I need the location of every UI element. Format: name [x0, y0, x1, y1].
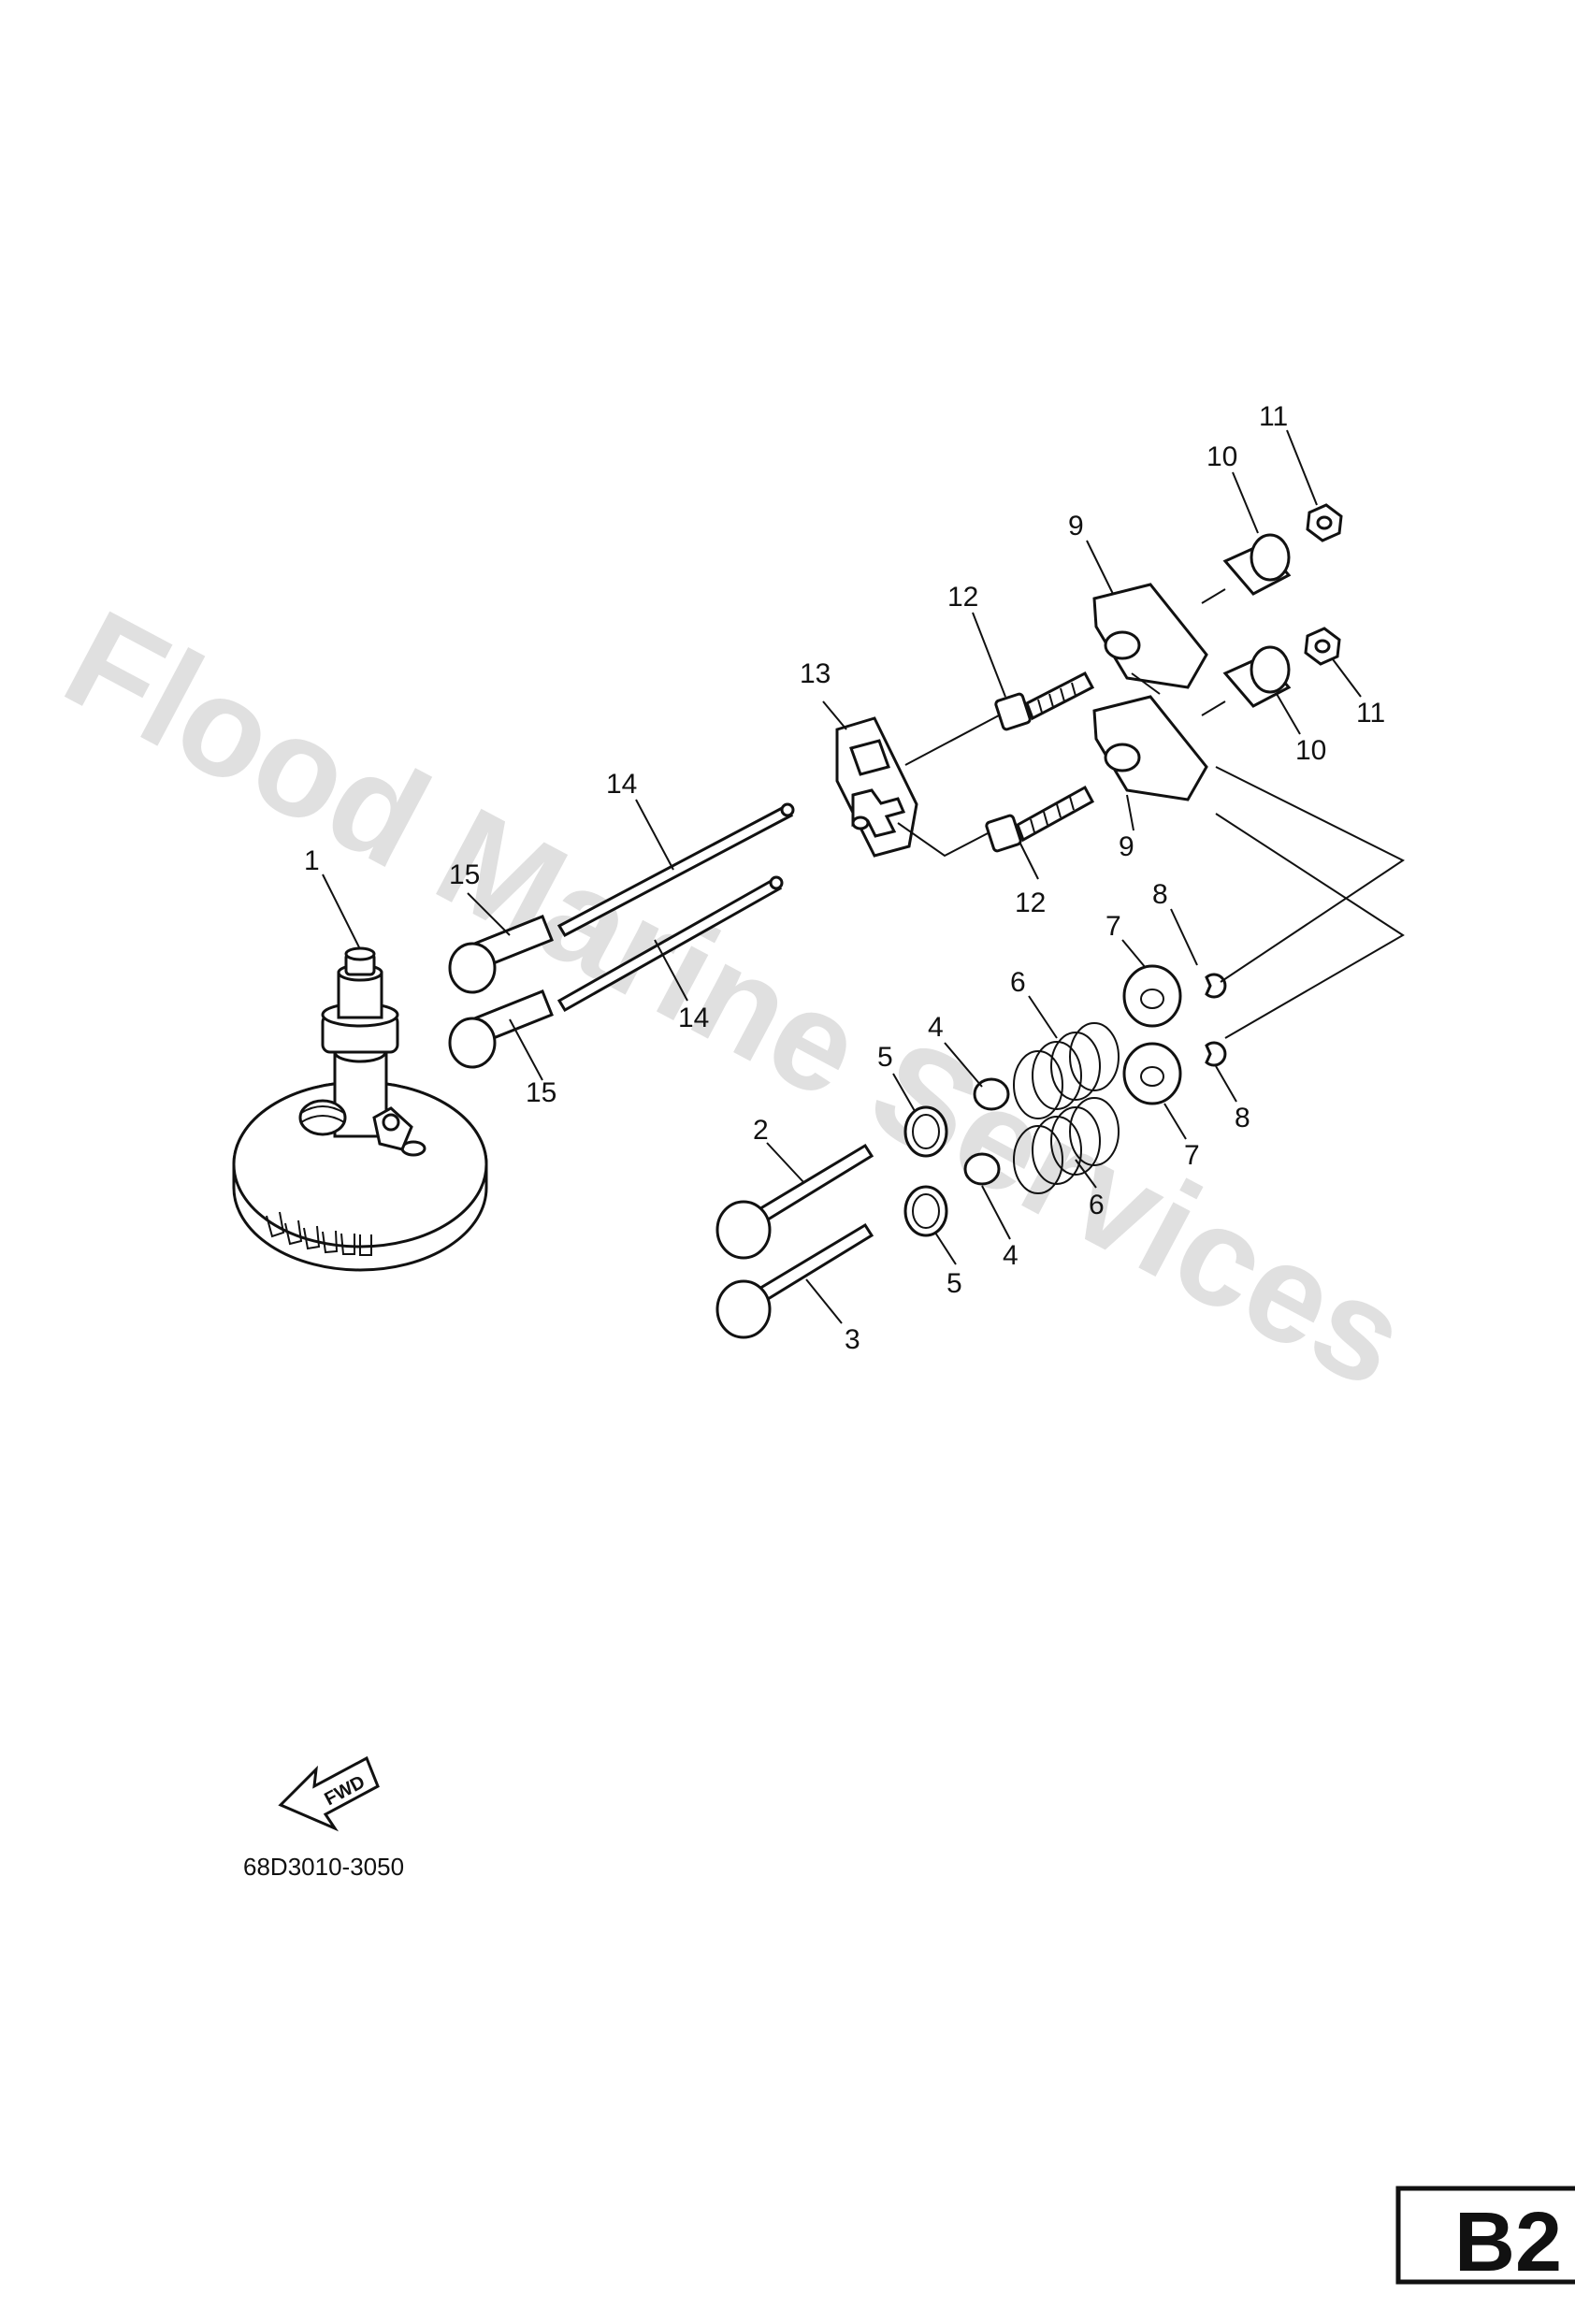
callout-11a: 11: [1259, 401, 1288, 432]
callout-4b: 4: [1003, 1240, 1019, 1271]
camshaft-gear: [232, 946, 488, 1272]
page-code: B2: [1454, 2196, 1562, 2289]
callout-6a: 6: [1010, 967, 1026, 998]
rocker-arms: [1092, 583, 1208, 801]
assembly-lines: [897, 588, 1405, 1039]
callout-2: 2: [753, 1115, 769, 1146]
callout-4a: 4: [928, 1012, 944, 1043]
leader-lines: [322, 429, 1362, 1324]
callout-13: 13: [800, 658, 831, 689]
valve-tappets: [448, 915, 554, 1069]
callout-9a: 9: [1068, 511, 1084, 541]
callout-12b: 12: [1015, 888, 1046, 918]
callout-1: 1: [304, 845, 320, 876]
callout-labels: 1 2 3 4 4 5 5 6 6 7 7 8 8 9 9 10 10 11 1…: [304, 401, 1385, 1355]
callout-7b: 7: [1184, 1140, 1200, 1171]
callout-15a: 15: [449, 859, 480, 890]
push-rods: [556, 802, 795, 1013]
callout-12a: 12: [947, 582, 978, 613]
valves: [715, 1143, 874, 1339]
rocker-plate: [835, 716, 918, 858]
callout-11b: 11: [1356, 698, 1385, 729]
callout-10a: 10: [1207, 441, 1237, 472]
callout-14a: 14: [606, 769, 637, 800]
valve-springs: [1013, 1022, 1120, 1194]
callout-15b: 15: [526, 1077, 556, 1108]
valve-seals-washers: [903, 1077, 1010, 1237]
callout-5a: 5: [877, 1042, 893, 1073]
callout-3: 3: [845, 1324, 860, 1355]
callout-7a: 7: [1105, 911, 1121, 942]
callout-9b: 9: [1119, 831, 1134, 862]
callout-8a: 8: [1152, 879, 1168, 910]
rocker-studs: [985, 671, 1095, 853]
rocker-pivots: [1222, 533, 1292, 708]
diagram-part-number: 68D3010-3050: [243, 1853, 404, 1881]
callout-10b: 10: [1295, 735, 1326, 766]
fwd-arrow-icon: FWD: [278, 1755, 380, 1832]
callout-8b: 8: [1235, 1103, 1250, 1133]
spring-retainers: [1122, 964, 1227, 1105]
rocker-nuts: [1304, 503, 1343, 666]
callout-6b: 6: [1089, 1190, 1105, 1220]
page-code-box: B2: [1395, 2186, 1575, 2289]
callout-5b: 5: [946, 1268, 962, 1299]
callout-14b: 14: [678, 1003, 709, 1033]
